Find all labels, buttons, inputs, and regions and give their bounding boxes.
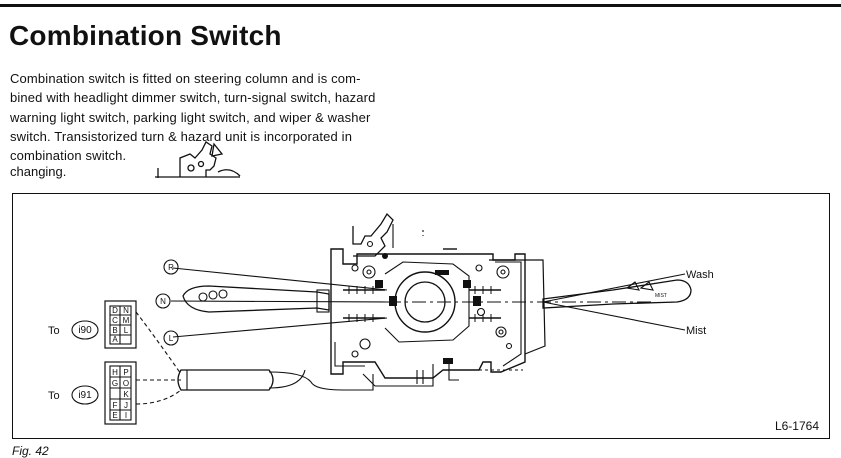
- connector-i91-id: i91: [78, 390, 92, 401]
- switch-body: [330, 248, 526, 379]
- pin-label: L: [124, 326, 129, 335]
- mark-l-label: L: [169, 334, 174, 343]
- connector-i90-id: i90: [78, 325, 92, 336]
- bracket-hole: [366, 240, 374, 248]
- pin-label: C: [112, 316, 118, 325]
- connector-i90-body: [104, 300, 137, 349]
- pin-label: H: [112, 368, 118, 377]
- figure-caption: Fig. 42: [12, 444, 49, 458]
- figure-code: L6-1764: [774, 419, 819, 433]
- pin-label: A: [112, 335, 118, 344]
- pin-label: B: [112, 326, 117, 335]
- switch-diagram: R N L D N C M B L A H P G O K F J E I i9…: [48, 212, 714, 425]
- pin-label: J: [124, 401, 128, 410]
- right-housing: [489, 259, 546, 355]
- description-paragraph: Combination switch is fitted on steering…: [10, 69, 410, 165]
- pin-label: N: [123, 306, 129, 315]
- pin-label: K: [123, 390, 129, 399]
- mark-r-circle: [163, 259, 179, 275]
- left-lever: [182, 285, 330, 313]
- pin-label: G: [112, 379, 118, 388]
- i91-oval: [71, 385, 99, 405]
- connector-i91-body: [104, 361, 137, 425]
- mark-n-label: N: [160, 297, 166, 306]
- pin-label: O: [123, 379, 129, 388]
- paragraph-line: switch. Transistorized turn & hazard uni…: [10, 128, 353, 144]
- switch-thumbnail-icon: [155, 141, 241, 178]
- wire-harness: [177, 369, 274, 391]
- pin-label: F: [113, 401, 118, 410]
- trailing-text: changing.: [10, 164, 67, 179]
- page-title: Combination Switch: [9, 20, 282, 51]
- paragraph-line: combination switch.: [10, 148, 127, 164]
- pin-label: E: [112, 411, 117, 420]
- right-lever: [542, 279, 692, 309]
- pin-label: M: [123, 316, 130, 325]
- paragraph-line: bined with headlight dimmer switch, turn…: [10, 90, 376, 106]
- mark-r-label: R: [168, 263, 174, 272]
- upper-bracket: [352, 212, 394, 257]
- callout-mist: Mist: [686, 325, 706, 337]
- pin-label: D: [112, 306, 118, 315]
- top-rule: [0, 4, 841, 7]
- connector-i91-to: To: [48, 390, 60, 402]
- pin-label: P: [123, 368, 128, 377]
- pin-label: I: [125, 411, 127, 420]
- mark-n-circle: [155, 293, 171, 309]
- connector-i90-to: To: [48, 325, 60, 337]
- paragraph-line: Combination switch is fitted on steering…: [10, 71, 361, 86]
- mark-l-circle: [163, 330, 179, 346]
- lever-mist-marking: MIST: [655, 293, 667, 299]
- paragraph-line: warning light switch, parking light swit…: [10, 109, 371, 125]
- callout-wash: Wash: [686, 269, 714, 281]
- combination-switch-figure: R N L D N C M B L A H P G O K F J E I i9…: [12, 193, 830, 439]
- i90-oval: [71, 320, 99, 340]
